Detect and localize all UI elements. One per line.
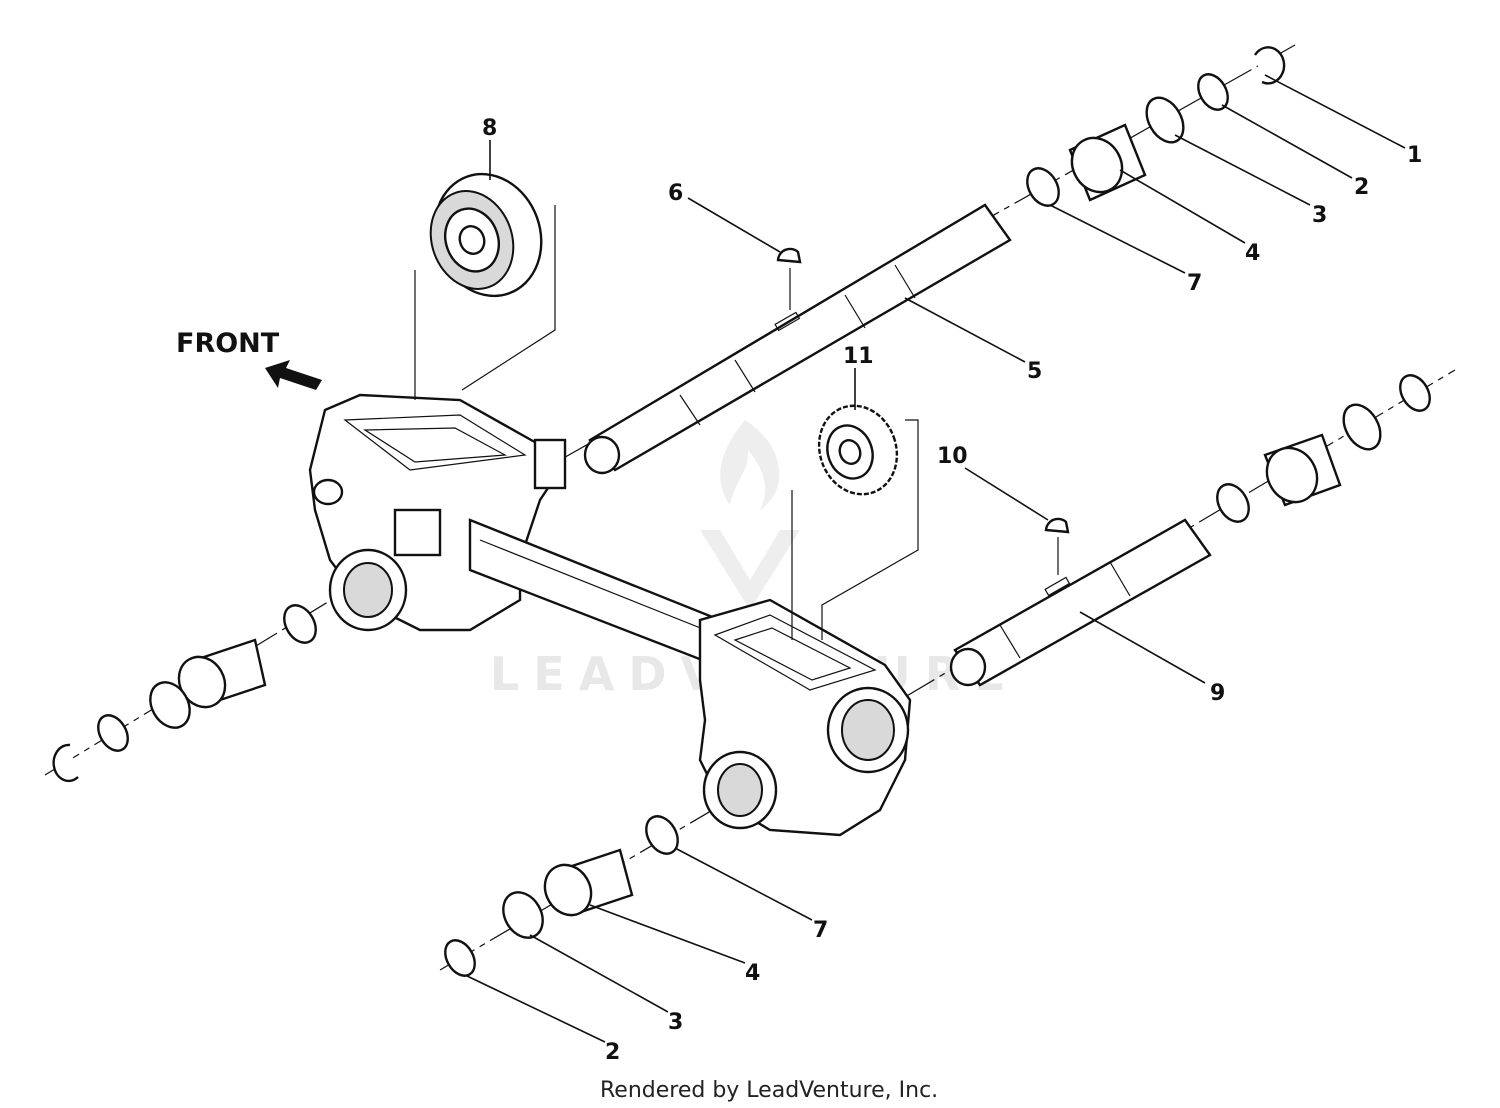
front-indicator: FRONT <box>176 328 322 390</box>
callout-8: 8 <box>482 116 497 141</box>
lower-right-parts <box>1216 374 1431 523</box>
callout-10: 10 <box>937 444 968 469</box>
gear-11 <box>791 404 919 640</box>
callout-3-top: 3 <box>1312 203 1327 228</box>
leader-lines <box>464 74 1406 1043</box>
callout-1: 1 <box>1407 143 1422 168</box>
callout-labels: 1 2 3 4 7 5 6 8 11 10 9 7 4 3 2 <box>482 116 1422 1065</box>
callout-5: 5 <box>1027 359 1042 384</box>
woodruff-keys <box>776 247 1070 575</box>
left-parts <box>52 604 317 783</box>
front-label: FRONT <box>176 328 280 359</box>
callout-4-bottom: 4 <box>745 961 760 986</box>
footer-credit: Rendered by LeadVenture, Inc. <box>600 1078 938 1103</box>
transaxle-housing <box>308 393 912 837</box>
callout-2-bottom: 2 <box>605 1040 620 1065</box>
callout-6: 6 <box>668 181 683 206</box>
callout-9: 9 <box>1210 681 1225 706</box>
callout-4-top: 4 <box>1245 241 1260 266</box>
callout-3-bottom: 3 <box>668 1010 683 1035</box>
gear-8 <box>414 172 556 400</box>
bottom-parts <box>444 815 679 977</box>
callout-7-top: 7 <box>1187 271 1202 296</box>
callout-11: 11 <box>843 344 874 369</box>
callout-7-bottom: 7 <box>813 918 828 943</box>
upper-right-parts <box>1026 46 1286 207</box>
front-arrow-icon <box>265 360 322 390</box>
shaft-lower <box>949 518 1212 687</box>
shaft-upper <box>583 203 1012 475</box>
callout-2-top: 2 <box>1354 175 1369 200</box>
